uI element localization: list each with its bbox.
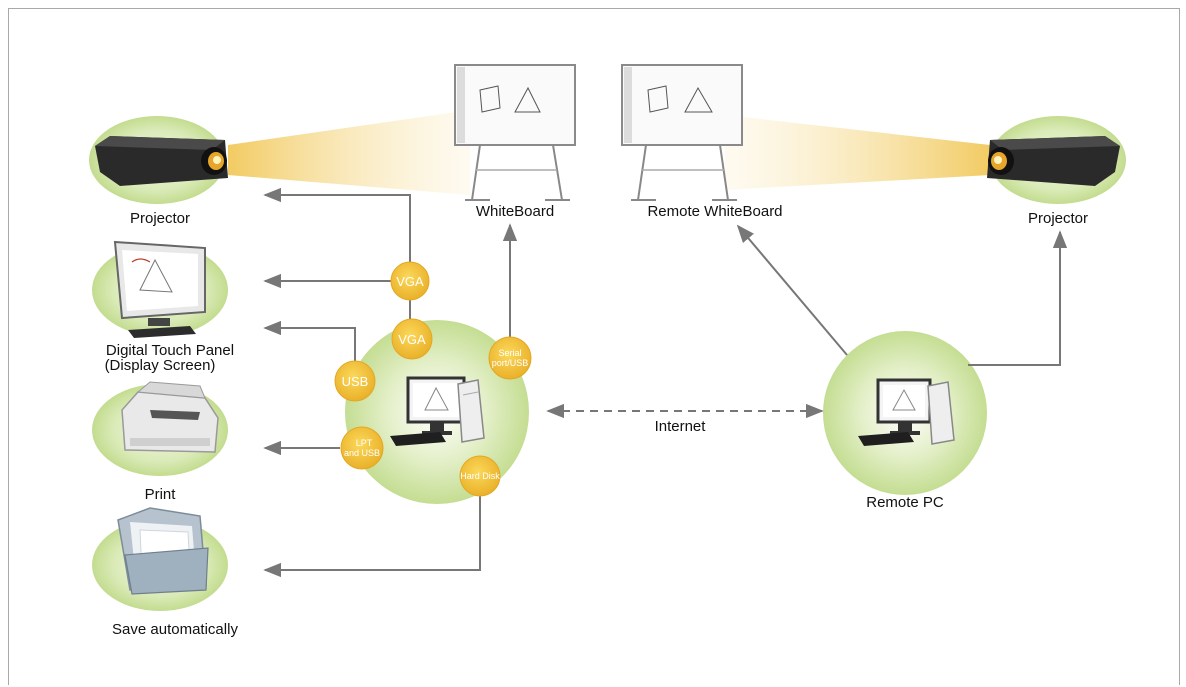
- badge-hard-disk: Hard Disk: [459, 455, 501, 497]
- svg-text:USB: USB: [342, 374, 369, 389]
- printer-icon: [121, 381, 219, 453]
- label-projector-left: Projector: [129, 210, 191, 227]
- svg-text:and USB: and USB: [344, 448, 380, 458]
- diagram-frame: [8, 8, 1180, 685]
- projector-left-icon: [95, 136, 228, 186]
- svg-text:Serial: Serial: [498, 348, 521, 358]
- label-remote-whiteboard: Remote WhiteBoard: [647, 203, 783, 220]
- remote-pc-to-remote-whiteboard-arrow: [736, 224, 848, 356]
- label-remote-pc: Remote PC: [866, 494, 944, 511]
- label-print: Print: [144, 486, 176, 503]
- local-pc-icon: [390, 376, 485, 446]
- label-whiteboard: WhiteBoard: [475, 203, 555, 220]
- whiteboard-icon: [454, 64, 576, 201]
- label-internet: Internet: [654, 418, 706, 435]
- touch-panel-icon: [113, 240, 206, 338]
- folder-icon: [117, 507, 209, 595]
- label-save: Save automatically: [112, 621, 238, 638]
- label-touch-panel-line1: Digital Touch Panel: [105, 342, 235, 359]
- projector-right-icon: [987, 136, 1120, 186]
- remote-pc-icon: [858, 378, 955, 446]
- badge-vga-bottom: VGA: [391, 318, 433, 360]
- svg-text:VGA: VGA: [396, 274, 424, 289]
- svg-text:port/USB: port/USB: [492, 358, 529, 368]
- usb-to-touch-panel-arrow: [263, 320, 356, 375]
- badge-serial-port-usb: Serial port/USB: [488, 336, 532, 380]
- svg-text:LPT: LPT: [356, 438, 373, 448]
- label-touch-panel-line2: (Display Screen): [104, 357, 216, 374]
- svg-text:Hard Disk: Hard Disk: [460, 471, 500, 481]
- vga-to-projector-arrow: [263, 187, 411, 325]
- label-projector-right: Projector: [1027, 210, 1089, 227]
- hard-disk-to-folder-arrow: [263, 490, 481, 578]
- projector-beam-right: [725, 115, 990, 190]
- badge-usb: USB: [334, 360, 376, 402]
- svg-text:VGA: VGA: [398, 332, 426, 347]
- remote-whiteboard-icon: [621, 64, 743, 201]
- badge-lpt-usb: LPT and USB: [340, 426, 384, 470]
- projector-beam-left: [228, 110, 470, 195]
- badge-vga-top: VGA: [390, 261, 430, 301]
- remote-pc-to-projector-arrow: [968, 230, 1068, 366]
